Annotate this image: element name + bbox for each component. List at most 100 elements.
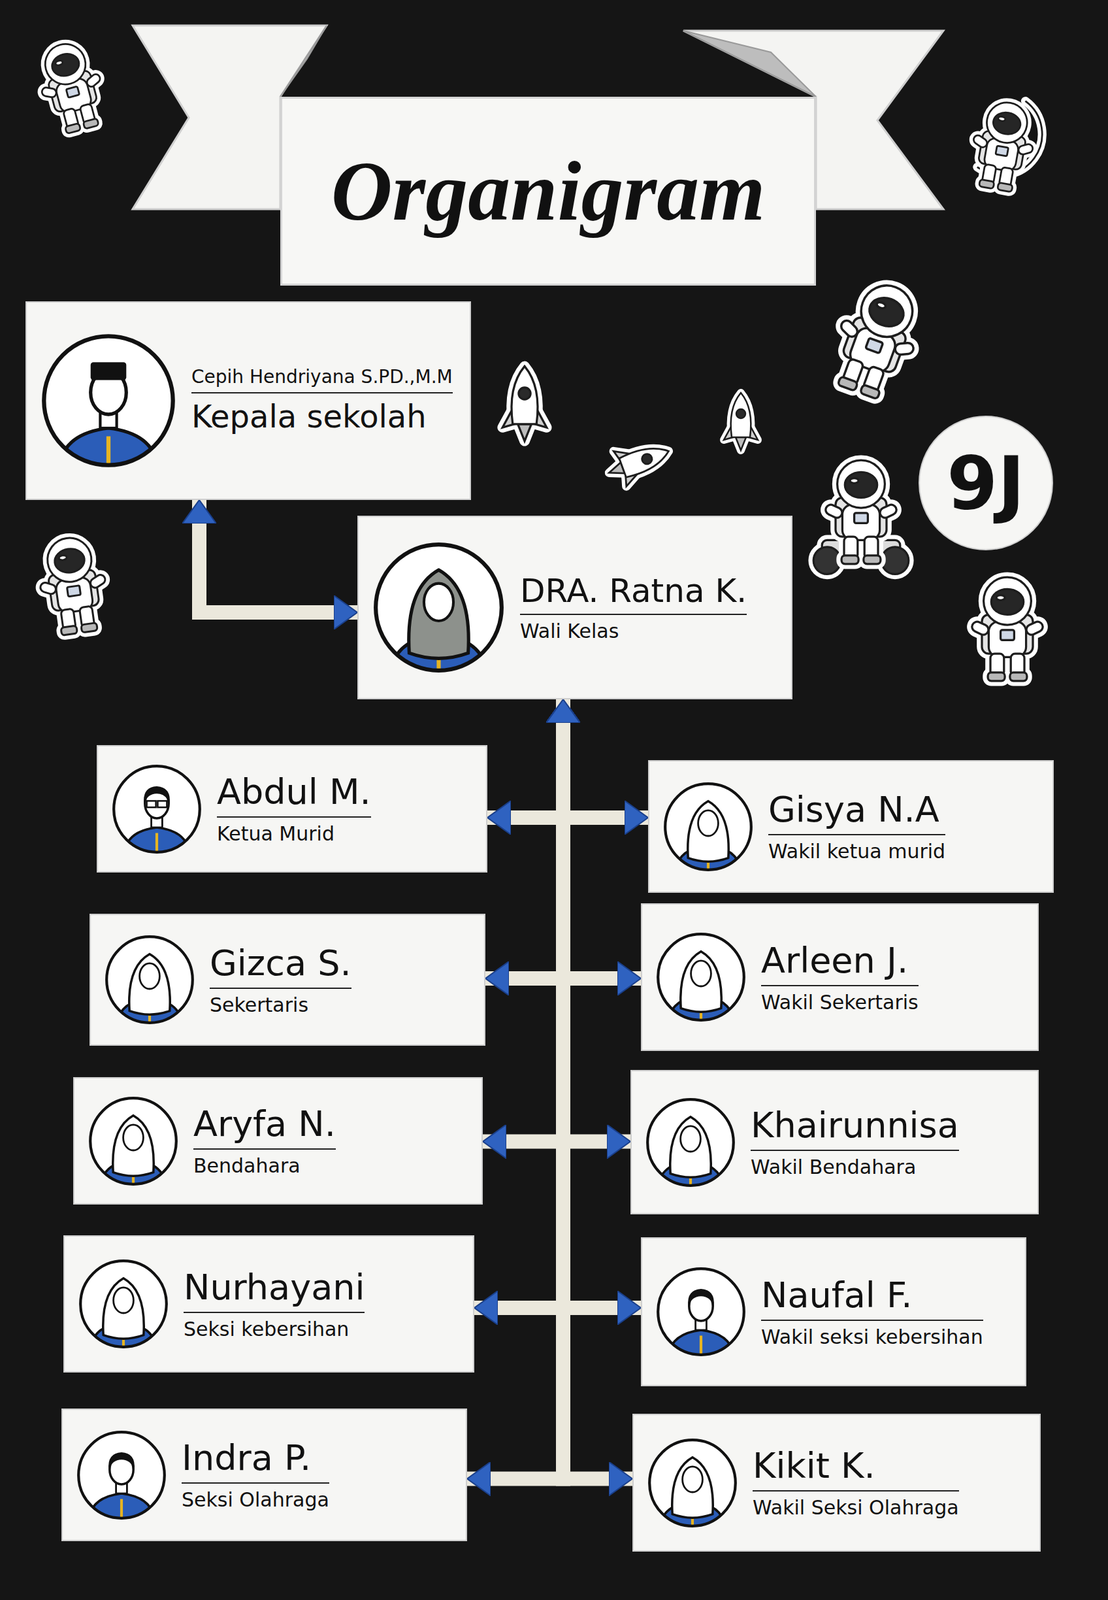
name-text: Nurhayani xyxy=(183,1266,365,1308)
text-column: 9J xyxy=(946,440,1026,526)
name-text: Cepih Hendriyana S.PD.,M.M xyxy=(191,366,453,388)
sticker-border xyxy=(844,471,877,498)
sticker-border xyxy=(511,365,538,424)
sticker-part xyxy=(54,60,63,66)
sticker-border xyxy=(895,342,914,355)
role-text: Seksi kebersihan xyxy=(183,1317,365,1341)
sticker-part xyxy=(876,301,887,310)
sticker-border xyxy=(978,179,995,189)
member-box: Abdul M. Ketua Murid xyxy=(96,744,488,873)
sticker-border xyxy=(996,595,1005,601)
sticker-part xyxy=(983,576,1032,625)
member-box: Indra P.Seksi Olahraga xyxy=(61,1407,468,1541)
sticker-part xyxy=(60,625,78,636)
sticker-border xyxy=(842,504,880,541)
text-column: NurhayaniSeksi kebersihan xyxy=(183,1266,365,1341)
sticker-border xyxy=(41,86,57,98)
member-box: Arleen J.Wakil Sekertaris xyxy=(640,902,1039,1051)
sticker-border xyxy=(995,145,1009,157)
sticker-part xyxy=(895,342,914,355)
sticker-border xyxy=(837,459,886,508)
role-text: Wakil Bendahara xyxy=(750,1155,960,1179)
sticker-part xyxy=(865,293,908,332)
sticker-part xyxy=(731,392,752,438)
sticker-border xyxy=(997,116,1006,122)
divider-line xyxy=(761,984,919,986)
avatar-icon xyxy=(655,1265,747,1357)
sticker-part xyxy=(1017,143,1035,155)
text-column: Arleen J.Wakil Sekertaris xyxy=(761,940,919,1014)
sticker-part xyxy=(997,182,1014,193)
text-column: Kikit K.Wakil Seksi Olahraga xyxy=(752,1445,960,1519)
title-banner: Organigram xyxy=(280,96,816,286)
tape-connector xyxy=(199,499,358,613)
sticker-part xyxy=(978,179,995,189)
divider-line xyxy=(752,1489,960,1491)
divider-line xyxy=(193,1147,336,1150)
sticker-part xyxy=(837,376,858,392)
tape-connector xyxy=(485,699,564,978)
sticker-part xyxy=(40,39,90,89)
sticker-part xyxy=(1025,619,1045,637)
sticker-part xyxy=(878,503,899,520)
rocket-sticker xyxy=(602,433,676,490)
name-text: Gizca S. xyxy=(209,942,352,984)
sticker-border xyxy=(987,672,1005,681)
sticker-part xyxy=(988,621,1026,658)
sticker-part xyxy=(618,440,673,478)
sticker-part xyxy=(511,365,538,424)
divider-line xyxy=(761,1319,984,1321)
sticker-part xyxy=(863,555,881,564)
tape-connector xyxy=(474,699,564,1308)
class-badge: 9J xyxy=(918,415,1054,551)
sticker-part xyxy=(854,512,869,524)
ribbon-fold xyxy=(280,25,327,97)
astronaut-sticker xyxy=(970,576,1044,681)
badge-text: 9J xyxy=(946,440,1026,526)
text-column: Aryfa N.Bendahara xyxy=(193,1103,336,1178)
name-text: Abdul M. xyxy=(216,771,372,813)
text-column: Naufal F.Wakil seksi kebersihan xyxy=(761,1274,984,1349)
member-box: Naufal F.Wakil seksi kebersihan xyxy=(640,1236,1027,1386)
sticker-border xyxy=(81,622,98,633)
sticker-part xyxy=(66,585,81,597)
text-column: Abdul M. Ketua Murid xyxy=(216,771,372,846)
name-text: Khairunnisa xyxy=(750,1104,960,1146)
sticker-border xyxy=(731,392,752,438)
divider-line xyxy=(768,833,946,835)
text-column: Gizca S. Sekertaris xyxy=(209,942,352,1017)
name-text: DRA. Ratna K. xyxy=(520,572,747,611)
rocket-sticker xyxy=(502,365,547,441)
text-column: Cepih Hendriyana S.PD.,M.MKepala sekolah xyxy=(191,366,453,434)
sticker-part xyxy=(865,337,884,353)
sticker-part xyxy=(49,50,82,80)
member-box: Kikit K.Wakil Seksi Olahraga xyxy=(632,1413,1041,1551)
name-text: Kikit K. xyxy=(752,1445,960,1486)
sticker-part xyxy=(844,471,877,498)
tape-connector xyxy=(482,699,564,1142)
sticker-border xyxy=(841,555,859,564)
sticker-part xyxy=(640,452,654,466)
sticker-border xyxy=(65,86,80,98)
sticker-part xyxy=(81,622,98,633)
avatar-icon xyxy=(87,1094,180,1187)
sticker-part xyxy=(842,504,880,541)
sticker-part xyxy=(987,672,1005,681)
tape-connector xyxy=(487,699,564,818)
role-text: Wakil Sekertaris xyxy=(761,991,919,1014)
title-text: Organigram xyxy=(331,144,766,238)
astronaut-sticker xyxy=(813,459,909,574)
sticker-part xyxy=(41,86,57,98)
sticker-part xyxy=(518,423,532,441)
sticker-part xyxy=(52,546,86,575)
role-text: Ketua Murid xyxy=(216,822,372,846)
avatar-icon xyxy=(655,930,747,1023)
rocket-sticker xyxy=(723,392,758,451)
avatar-icon xyxy=(371,540,506,675)
principal-box: Cepih Hendriyana S.PD.,M.MKepala sekolah xyxy=(25,301,472,500)
role-text: Sekertaris xyxy=(209,993,352,1017)
sticker-part xyxy=(983,99,1031,146)
name-text: Indra P. xyxy=(181,1437,330,1478)
sticker-part xyxy=(1000,629,1015,641)
sticker-part xyxy=(995,145,1009,157)
